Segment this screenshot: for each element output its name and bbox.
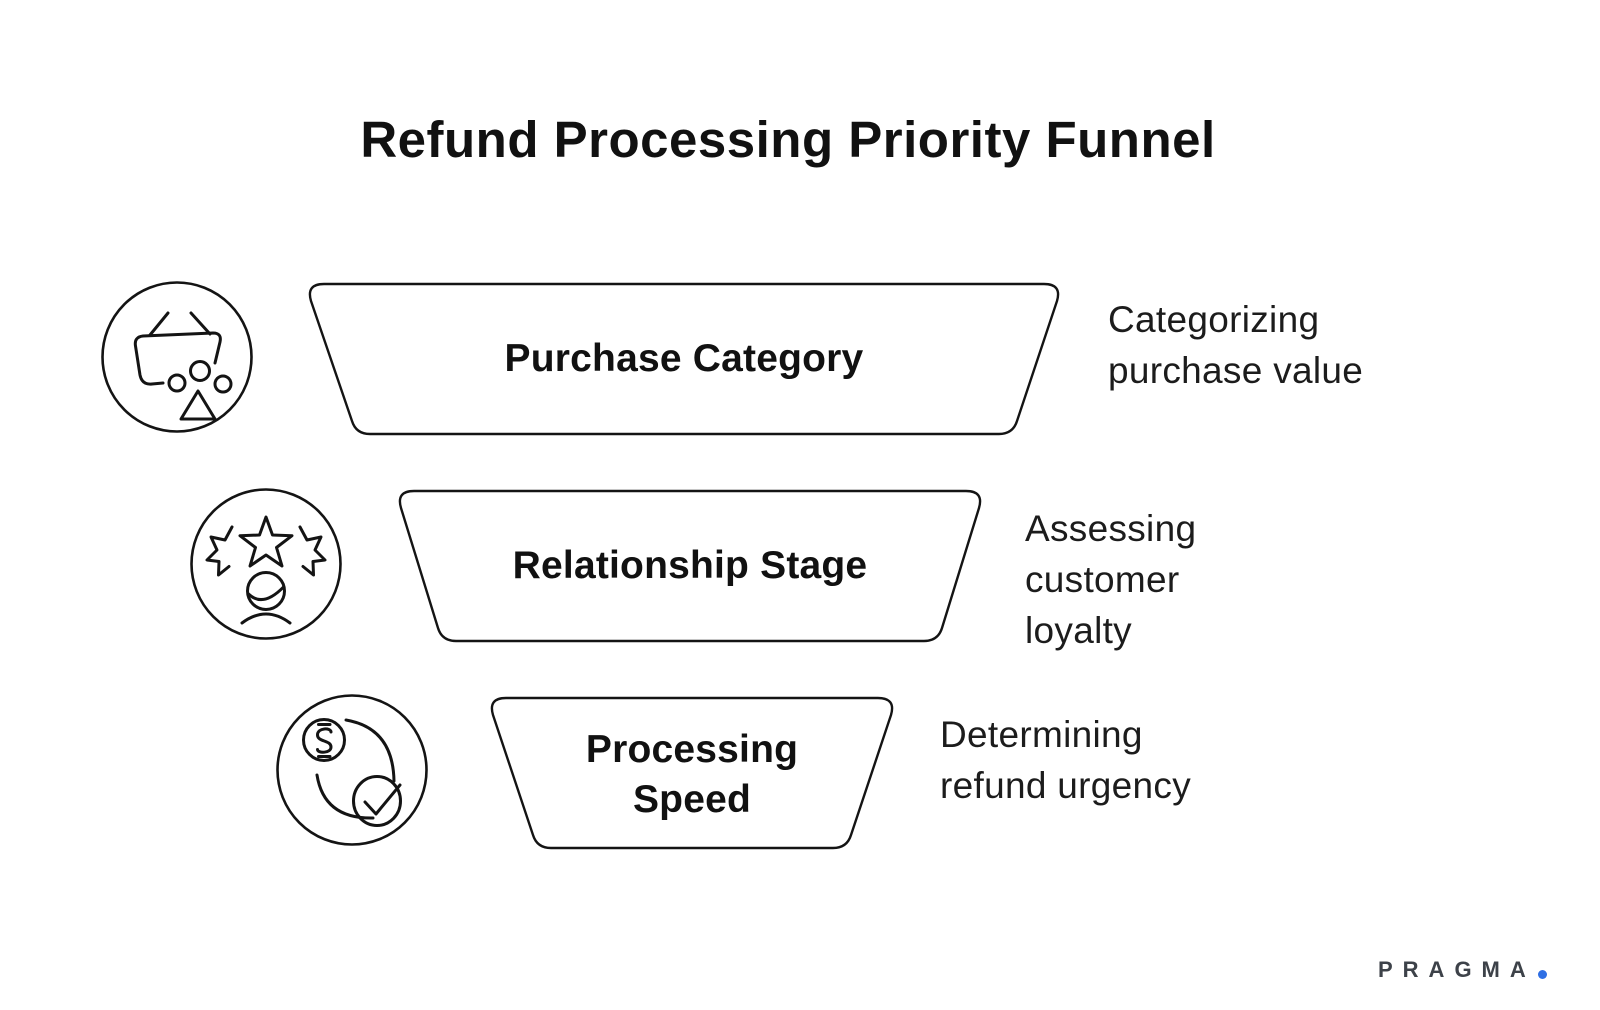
description-line: Categorizing: [1108, 299, 1320, 340]
funnel-stage-3-label: Processing Speed: [542, 725, 842, 825]
funnel-stage-2-label: Relationship Stage: [390, 542, 990, 590]
funnel-stage-3-label-line: Speed: [632, 778, 752, 821]
description-line: Determining: [940, 714, 1143, 755]
shopping-basket-icon: [99, 279, 255, 435]
funnel-stage-2-label-line: Relationship Stage: [512, 544, 868, 587]
description-line: Assessing: [1025, 508, 1197, 549]
description-line: refund urgency: [940, 765, 1192, 806]
funnel-stage-1-shape: [308, 282, 1060, 436]
funnel-stage-2-shape: [398, 489, 982, 643]
funnel-stage-1-description: Categorizing purchase value: [1108, 294, 1363, 396]
brand-logo: PRAGMA: [1378, 957, 1547, 983]
customer-loyalty-stars-icon: [188, 486, 344, 642]
refund-approval-icon: [274, 692, 430, 848]
description-line: customer: [1025, 559, 1180, 600]
funnel-stage-1-label-line: Purchase Category: [504, 337, 864, 380]
funnel-stage-3-description: Determining refund urgency: [940, 709, 1191, 811]
funnel-stage-2-description: Assessing customer loyalty: [1025, 503, 1196, 656]
funnel-stage-1-label: Purchase Category: [384, 335, 984, 383]
description-line: purchase value: [1108, 350, 1364, 391]
description-line: loyalty: [1025, 610, 1132, 651]
funnel-stage-3-shape: [490, 696, 894, 850]
brand-logo-text: PRAGMA: [1378, 957, 1536, 982]
brand-logo-dot-icon: [1537, 969, 1547, 979]
page-title: Refund Processing Priority Funnel: [360, 111, 1216, 168]
funnel-stage-3-label-line: Processing: [585, 728, 799, 771]
